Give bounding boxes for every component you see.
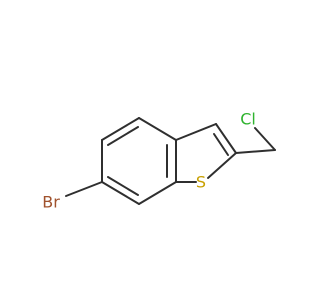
molecule-diagram: Br S Cl [42, 110, 276, 212]
bond-c2-s [207, 152, 237, 179]
structure-canvas: Br S Cl [42, 109, 276, 212]
bond-ring-1-inner [107, 126, 139, 146]
bond-ring-4 [138, 181, 177, 205]
bond-ring-5-inner [107, 176, 139, 196]
bond-c3a-c3 [175, 123, 217, 141]
bond-ring-5 [101, 181, 140, 205]
bond-ch2-cl [254, 127, 276, 151]
chlorine-atom-label: Cl [240, 110, 256, 129]
bond-c3-c2 [215, 123, 237, 154]
bond-ring-1 [101, 117, 140, 141]
bond-c-br [65, 181, 103, 197]
sulfur-atom-label: S [196, 173, 206, 192]
bond-c3-c2-inner [213, 133, 229, 156]
bromine-atom-label: Br [42, 193, 60, 212]
bond-ring-2 [138, 117, 177, 141]
bond-c2-ch2 [235, 149, 276, 154]
